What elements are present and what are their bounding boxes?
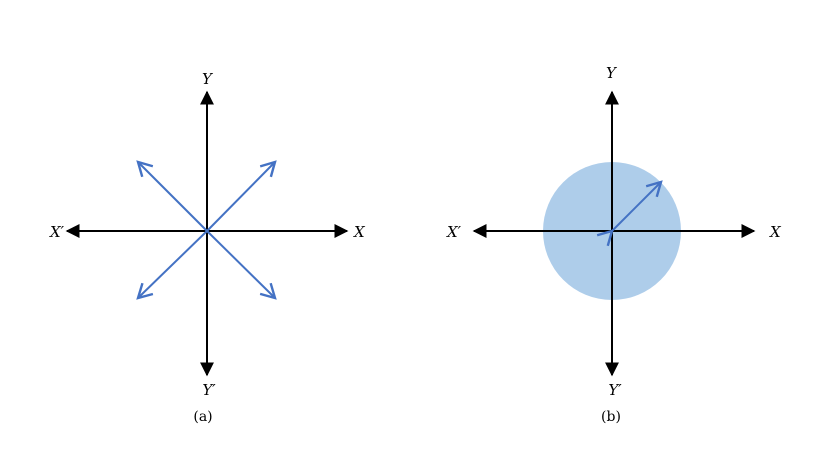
panel-b-label-x: X (769, 223, 782, 241)
panel-a-label-y-prime: Y′ (202, 381, 216, 399)
arrow-down-left (136, 230, 208, 300)
panel-b-label-y-prime: Y′ (608, 381, 622, 399)
panel-a-axes (65, 90, 349, 377)
panel-a: Y Y′ X X′ (a) (49, 70, 366, 425)
arrow-up-right (206, 160, 277, 232)
panel-b-double-arrow (596, 180, 663, 247)
panel-b-label-y: Y (606, 64, 618, 82)
panel-a-label-x-prime: X′ (49, 223, 65, 241)
panel-a-label-x: X (353, 223, 366, 241)
panel-b-caption: (b) (601, 409, 621, 425)
panel-a-caption: (a) (193, 409, 212, 425)
panel-a-label-y: Y (202, 70, 214, 88)
arrow-up-left (136, 160, 208, 232)
panel-b-label-x-prime: X′ (446, 223, 462, 241)
arrow-down-right (206, 230, 277, 300)
panel-a-radiating-arrows (136, 160, 277, 300)
panel-b: Y Y′ X X′ (b) (446, 64, 782, 425)
